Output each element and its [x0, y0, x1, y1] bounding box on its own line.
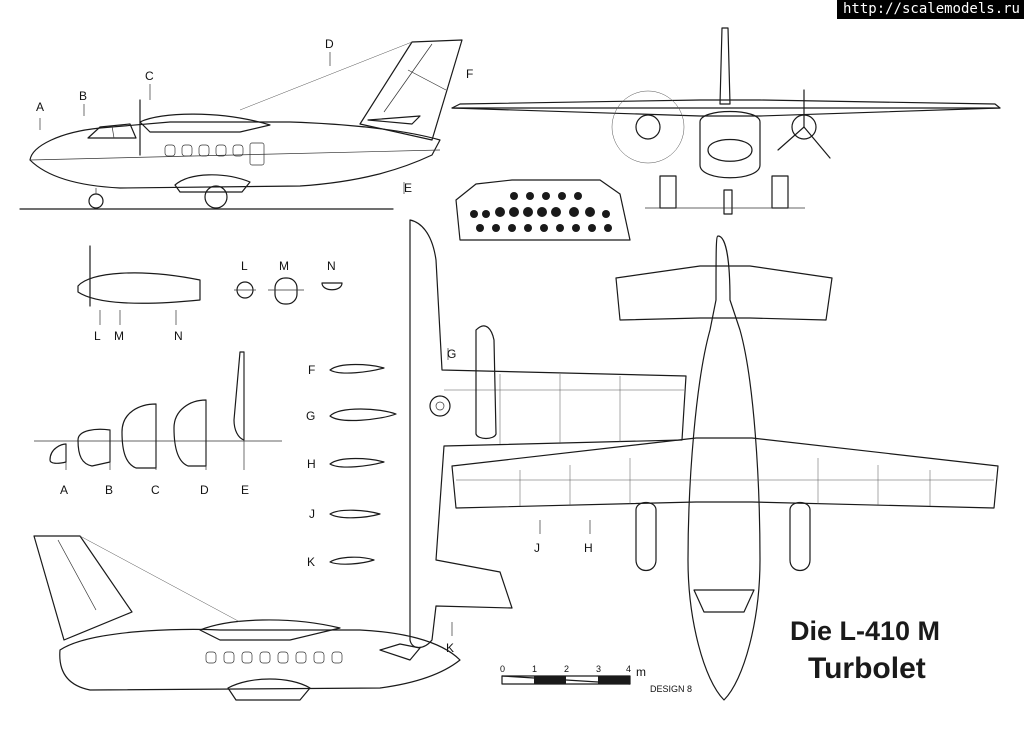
label-nacelle-n: N [174, 329, 183, 343]
underside-half-plan [409, 219, 687, 649]
instrument-panel [455, 179, 631, 241]
label-side-c: C [145, 69, 154, 83]
label-af-h: H [307, 457, 316, 471]
scale-tick-4: 4 [626, 664, 631, 674]
fuselage-sections [34, 351, 282, 470]
scale-bar [501, 675, 631, 685]
side-view-top [19, 39, 463, 210]
scale-tick-3: 3 [596, 664, 601, 674]
title-line-1: Die L-410 M [790, 616, 940, 646]
label-plan-j: J [534, 541, 540, 555]
label-f-top: F [466, 67, 473, 81]
label-fs-c: C [151, 483, 160, 497]
label-fs-e: E [241, 483, 249, 497]
scale-unit: m [636, 665, 646, 679]
label-fs-a: A [60, 483, 68, 497]
label-af-j: J [309, 507, 315, 521]
label-af-k: K [307, 555, 315, 569]
label-fs-d: D [200, 483, 209, 497]
label-sec-m: M [279, 259, 289, 273]
label-side-a: A [36, 100, 44, 114]
label-g: G [447, 347, 456, 361]
site-watermark: http://scalemodels.ru [836, 0, 1024, 19]
airfoil-sections [329, 363, 397, 565]
plan-view [451, 235, 999, 701]
label-side-d: D [325, 37, 334, 51]
label-nacelle-l: L [94, 329, 101, 343]
scale-tick-0: 0 [500, 664, 505, 674]
label-side-b: B [79, 89, 87, 103]
side-view-bottom [33, 535, 461, 701]
label-k: K [446, 641, 454, 655]
label-plan-h: H [584, 541, 593, 555]
title-line-2: Turbolet [808, 652, 926, 685]
scale-tick-2: 2 [564, 664, 569, 674]
label-nacelle-m: M [114, 329, 124, 343]
designer-signature: DESIGN 8 [650, 684, 692, 694]
nacelle-sections [234, 277, 343, 305]
nacelle-side [77, 245, 201, 325]
label-sec-l: L [241, 259, 248, 273]
label-fs-b: B [105, 483, 113, 497]
label-e: E [404, 181, 412, 195]
label-sec-n: N [327, 259, 336, 273]
label-af-f: F [308, 363, 315, 377]
front-view [451, 27, 1001, 215]
label-af-g: G [306, 409, 315, 423]
scale-tick-1: 1 [532, 664, 537, 674]
